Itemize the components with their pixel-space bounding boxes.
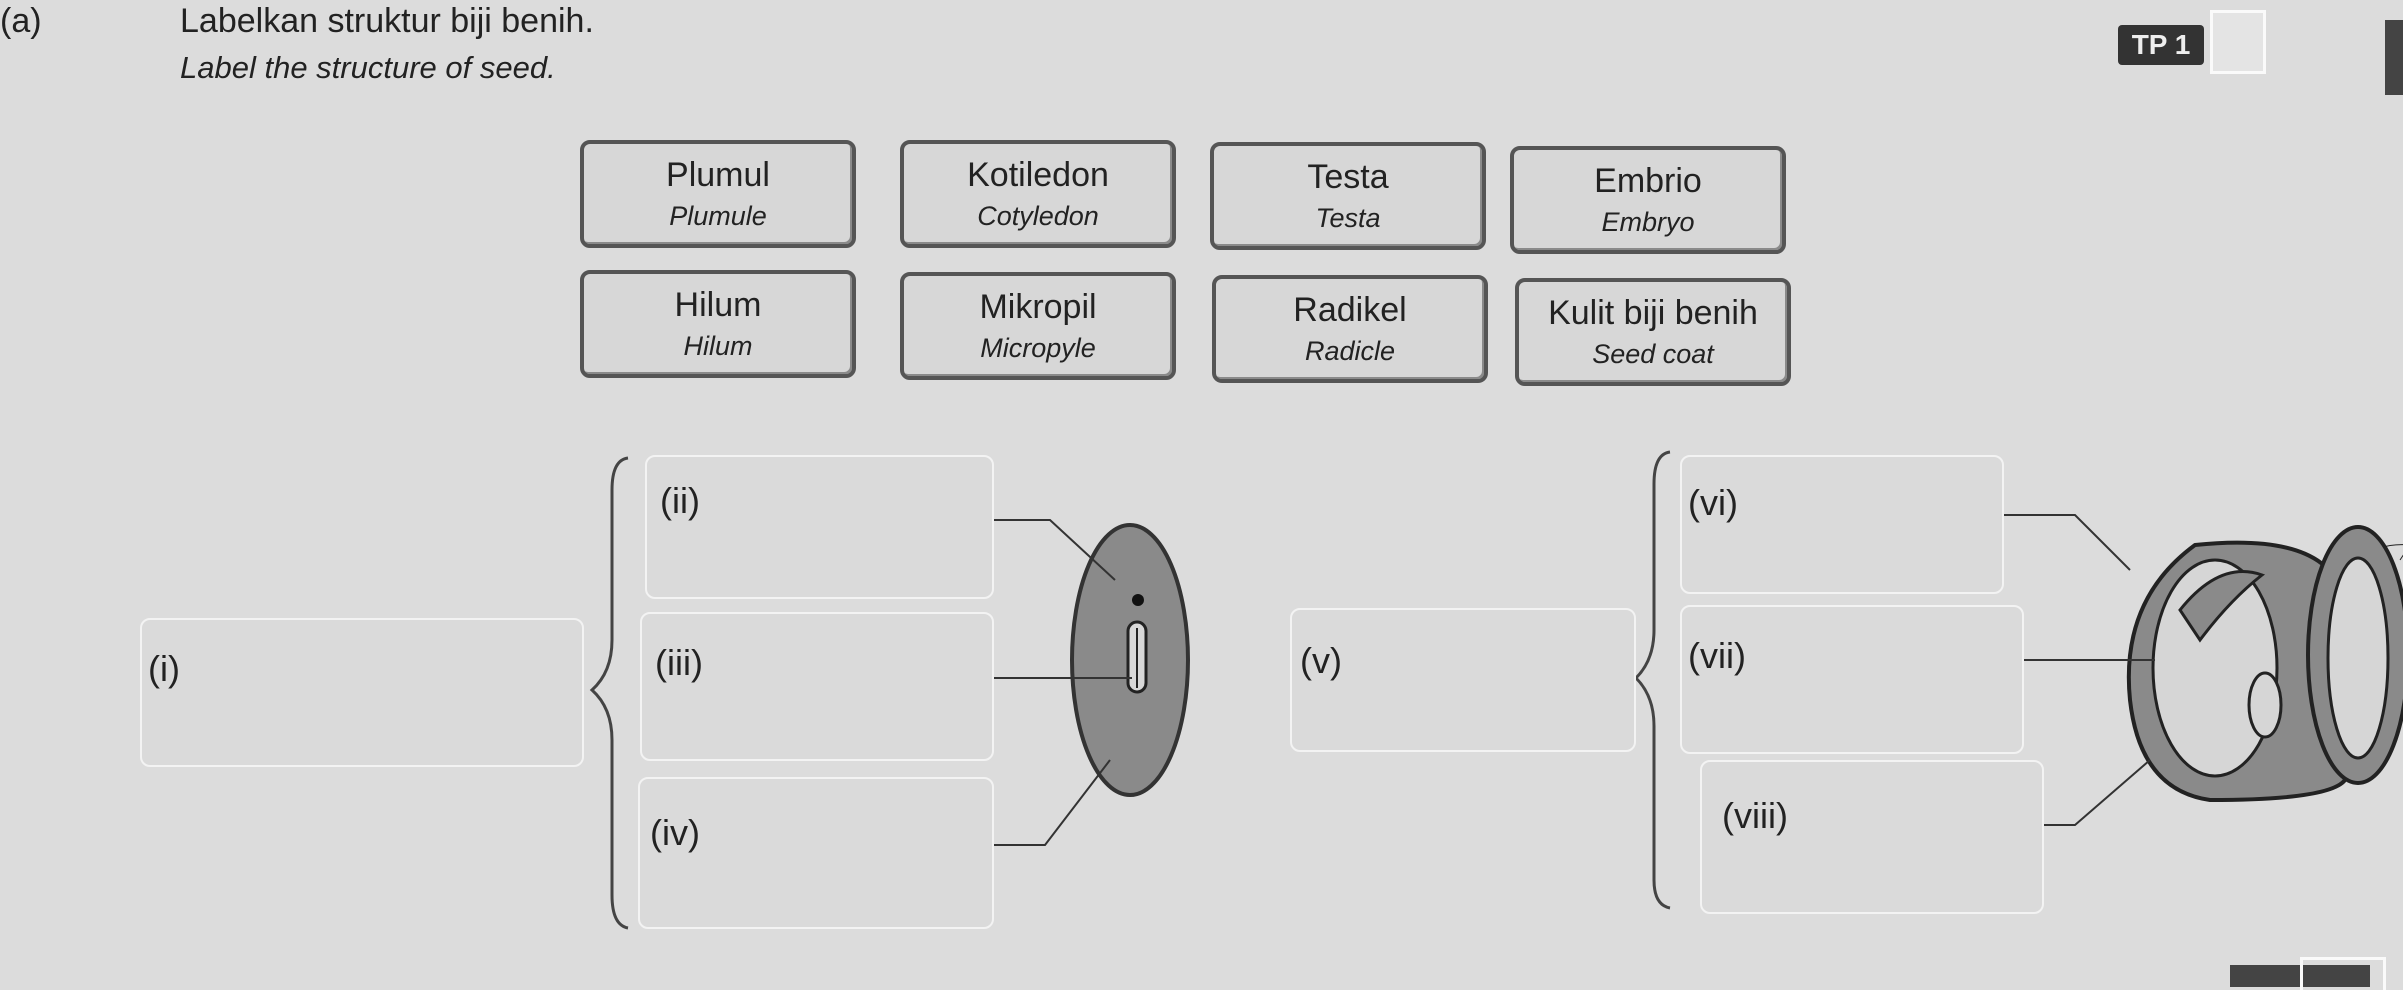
label-vi: (vi) [1688, 482, 1738, 523]
answer-box-v[interactable] [1290, 608, 1636, 752]
word-en: Seed coat [1592, 339, 1714, 369]
label-iii: (iii) [655, 642, 703, 683]
word-ms: Mikropil [979, 288, 1097, 326]
word-card-hilum[interactable]: Hilum Hilum [580, 270, 856, 378]
word-card-plumul[interactable]: Plumul Plumule [580, 140, 856, 248]
plumule-shape [2178, 570, 2266, 643]
word-ms: Embrio [1594, 162, 1702, 200]
word-ms: Plumul [666, 156, 770, 194]
word-ms: Radikel [1293, 291, 1407, 329]
answer-box-iv[interactable] [638, 777, 994, 929]
left-brace [589, 456, 629, 930]
answer-box-vi[interactable] [1680, 455, 2004, 594]
label-i: (i) [148, 648, 180, 689]
word-ms: Kotiledon [967, 156, 1109, 194]
word-card-kotiledon[interactable]: Kotiledon Cotyledon [900, 140, 1176, 248]
answer-box-ii[interactable] [645, 455, 994, 599]
answer-box-vii[interactable] [1680, 605, 2024, 754]
cotyledon-right [2326, 556, 2390, 760]
label-ii: (ii) [660, 480, 700, 521]
right-brace [1633, 450, 1671, 910]
word-card-radikel[interactable]: Radikel Radicle [1212, 275, 1488, 383]
pointer-viii [2040, 759, 2151, 826]
word-en: Micropyle [980, 333, 1096, 363]
word-en: Radicle [1304, 336, 1396, 366]
tp-checkbox[interactable] [2210, 10, 2266, 74]
page-edge [2385, 20, 2403, 95]
answer-box-iii[interactable] [640, 612, 994, 761]
word-en: Cotyledon [977, 201, 1099, 231]
label-v: (v) [1300, 640, 1342, 681]
radicle-shape [2247, 671, 2283, 739]
pointer-ii [990, 519, 1116, 581]
word-ms: Hilum [674, 286, 762, 324]
label-viii: (viii) [1722, 795, 1788, 836]
word-en: Hilum [683, 331, 753, 361]
label-iv: (iv) [650, 812, 700, 853]
word-card-embrio[interactable]: Embrio Embryo [1510, 146, 1786, 254]
word-card-testa[interactable]: Testa Testa [1210, 142, 1486, 250]
word-ms: Testa [1307, 158, 1389, 196]
micropyle-dot [1132, 594, 1144, 606]
word-en: Embryo [1601, 207, 1695, 237]
question-number: (a) [0, 2, 42, 40]
page-corner-box [2300, 957, 2386, 990]
question-title: Labelkan struktur biji benih. [180, 2, 594, 40]
word-en: Testa [1315, 203, 1381, 233]
tp-level-badge: TP 1 [2118, 25, 2204, 65]
word-card-kulit-biji-benih[interactable]: Kulit biji benih Seed coat [1515, 278, 1791, 386]
label-vii: (vii) [1688, 635, 1746, 676]
pointer-iv [990, 759, 1111, 846]
answer-box-viii[interactable] [1700, 760, 2044, 914]
answer-box-i[interactable] [140, 618, 584, 767]
question-subtitle: Label the structure of seed. [180, 50, 556, 85]
word-ms: Kulit biji benih [1548, 294, 1758, 332]
word-card-mikropil[interactable]: Mikropil Micropyle [900, 272, 1176, 380]
word-en: Plumule [669, 201, 767, 231]
pointer-vi [2000, 514, 2131, 571]
